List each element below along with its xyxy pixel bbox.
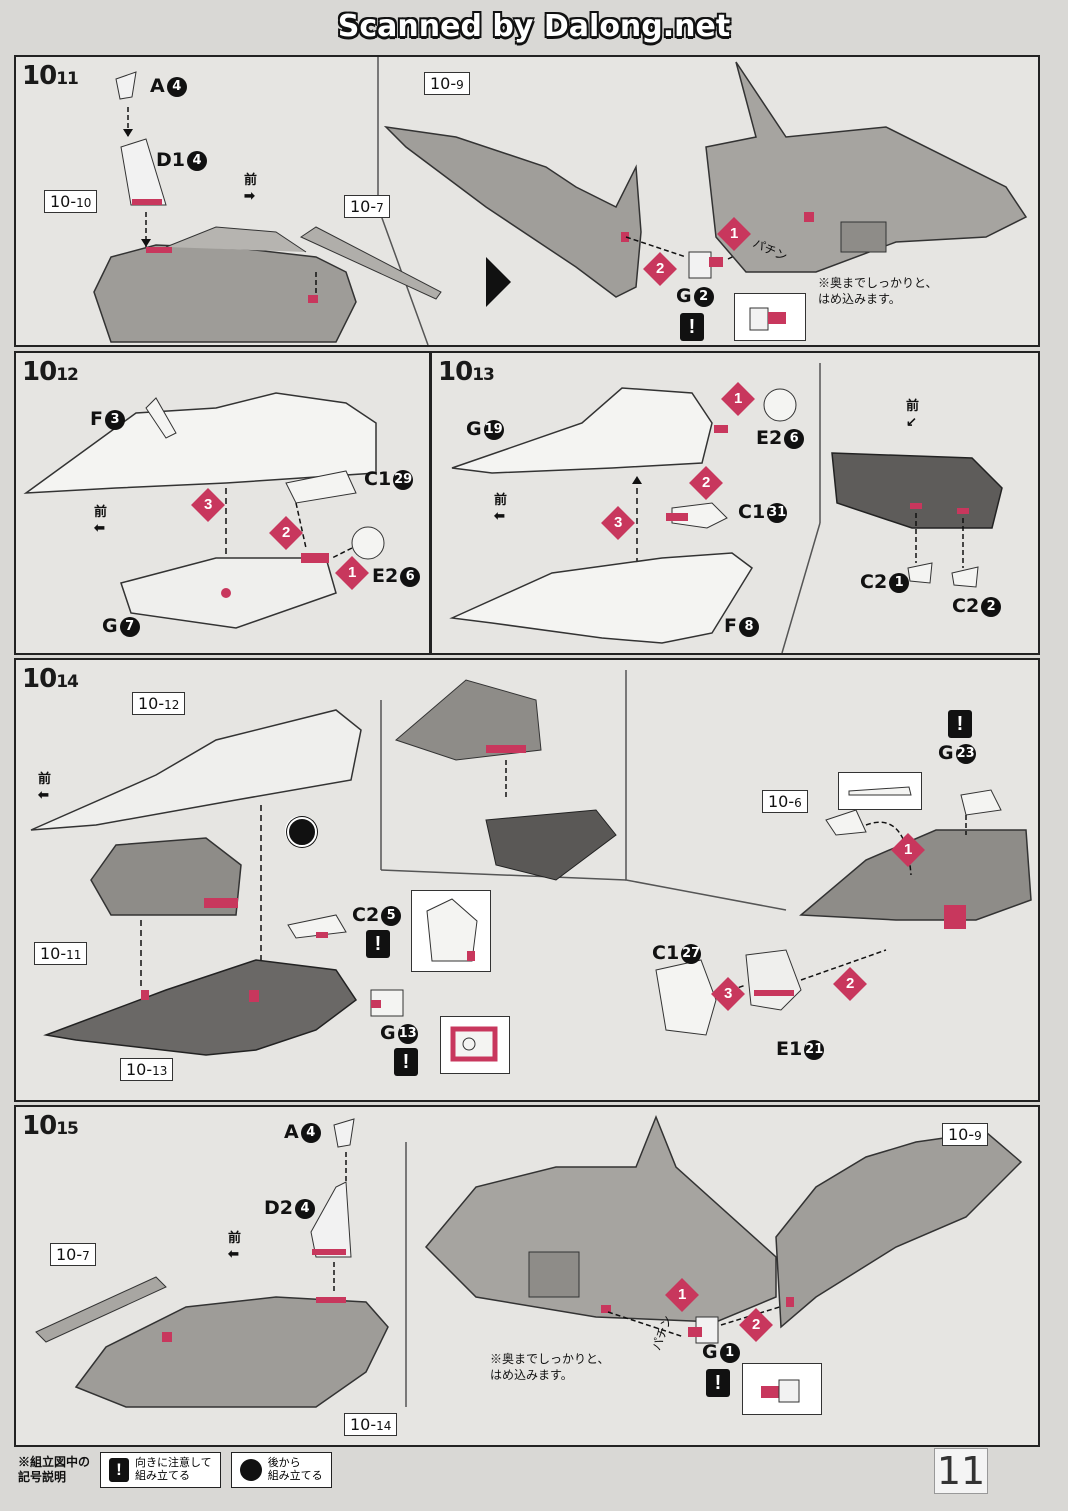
caution-icon: ! xyxy=(394,1048,418,1076)
ref-10-14: 10-14 xyxy=(344,1413,398,1436)
step-10-13-illustration xyxy=(449,363,1003,653)
scan-watermark: Scanned by Dalong.net xyxy=(337,8,731,44)
legend-caution: ! 向きに注意して組み立てる xyxy=(100,1452,221,1488)
ref-10-7: 10-7 xyxy=(50,1243,96,1266)
ref-10-7: 10-7 xyxy=(344,195,390,218)
ref-10-12: 10-12 xyxy=(132,692,186,715)
front-direction-label: 前↙ xyxy=(906,398,920,429)
step-10-14-label: 1014 xyxy=(22,664,79,694)
build-later-icon xyxy=(239,1459,262,1481)
ref-10-10: 10-10 xyxy=(44,190,98,213)
legend-title: ※組立図中の記号説明 xyxy=(18,1455,91,1484)
ref-10-11: 10-11 xyxy=(34,942,88,965)
front-direction-label: 前⬅ xyxy=(494,492,508,523)
build-later-icon xyxy=(287,817,317,847)
front-direction-label: 前⬅ xyxy=(228,1230,242,1261)
step-10-15-illustration xyxy=(35,1114,1023,1408)
front-direction-label: 前➡ xyxy=(244,172,258,203)
c2-orientation-inset xyxy=(411,890,491,972)
ref-10-13: 10-13 xyxy=(120,1058,174,1081)
caution-icon: ! xyxy=(109,1458,130,1482)
g23-orientation-inset xyxy=(838,772,922,810)
page-number: 11 xyxy=(934,1448,988,1494)
step-10-12-label: 1012 xyxy=(22,357,79,387)
push-in-note: ※奥までしっかりと、はめ込みます。 xyxy=(818,276,938,306)
front-direction-label: 前⬅ xyxy=(94,504,108,535)
caution-icon: ! xyxy=(706,1369,730,1397)
caution-icon: ! xyxy=(948,710,972,738)
step-10-14-illustration xyxy=(30,670,1032,1056)
front-direction-label: 前⬅ xyxy=(38,771,52,802)
g1-orientation-inset xyxy=(742,1363,822,1415)
step-10-15-label: 1015 xyxy=(22,1111,79,1141)
step-10-11-illustration xyxy=(93,57,1028,345)
legend-build-later: 後から組み立てる xyxy=(230,1452,332,1488)
step-10-11-label: 1011 xyxy=(22,61,79,91)
ref-10-6: 10-6 xyxy=(762,790,808,813)
step-10-13-label: 1013 xyxy=(438,357,495,387)
g13-orientation-inset xyxy=(440,1016,510,1074)
g2-orientation-inset xyxy=(734,293,806,341)
caution-icon: ! xyxy=(366,930,390,958)
ref-10-9: 10-9 xyxy=(942,1123,988,1146)
push-in-note: ※奥までしっかりと、はめ込みます。 xyxy=(490,1352,610,1382)
symbol-legend: ※組立図中の記号説明 ! 向きに注意して組み立てる 後から組み立てる xyxy=(18,1452,332,1488)
step-10-12-illustration xyxy=(23,392,385,629)
ref-10-9: 10-9 xyxy=(424,72,470,95)
caution-icon: ! xyxy=(680,313,704,341)
